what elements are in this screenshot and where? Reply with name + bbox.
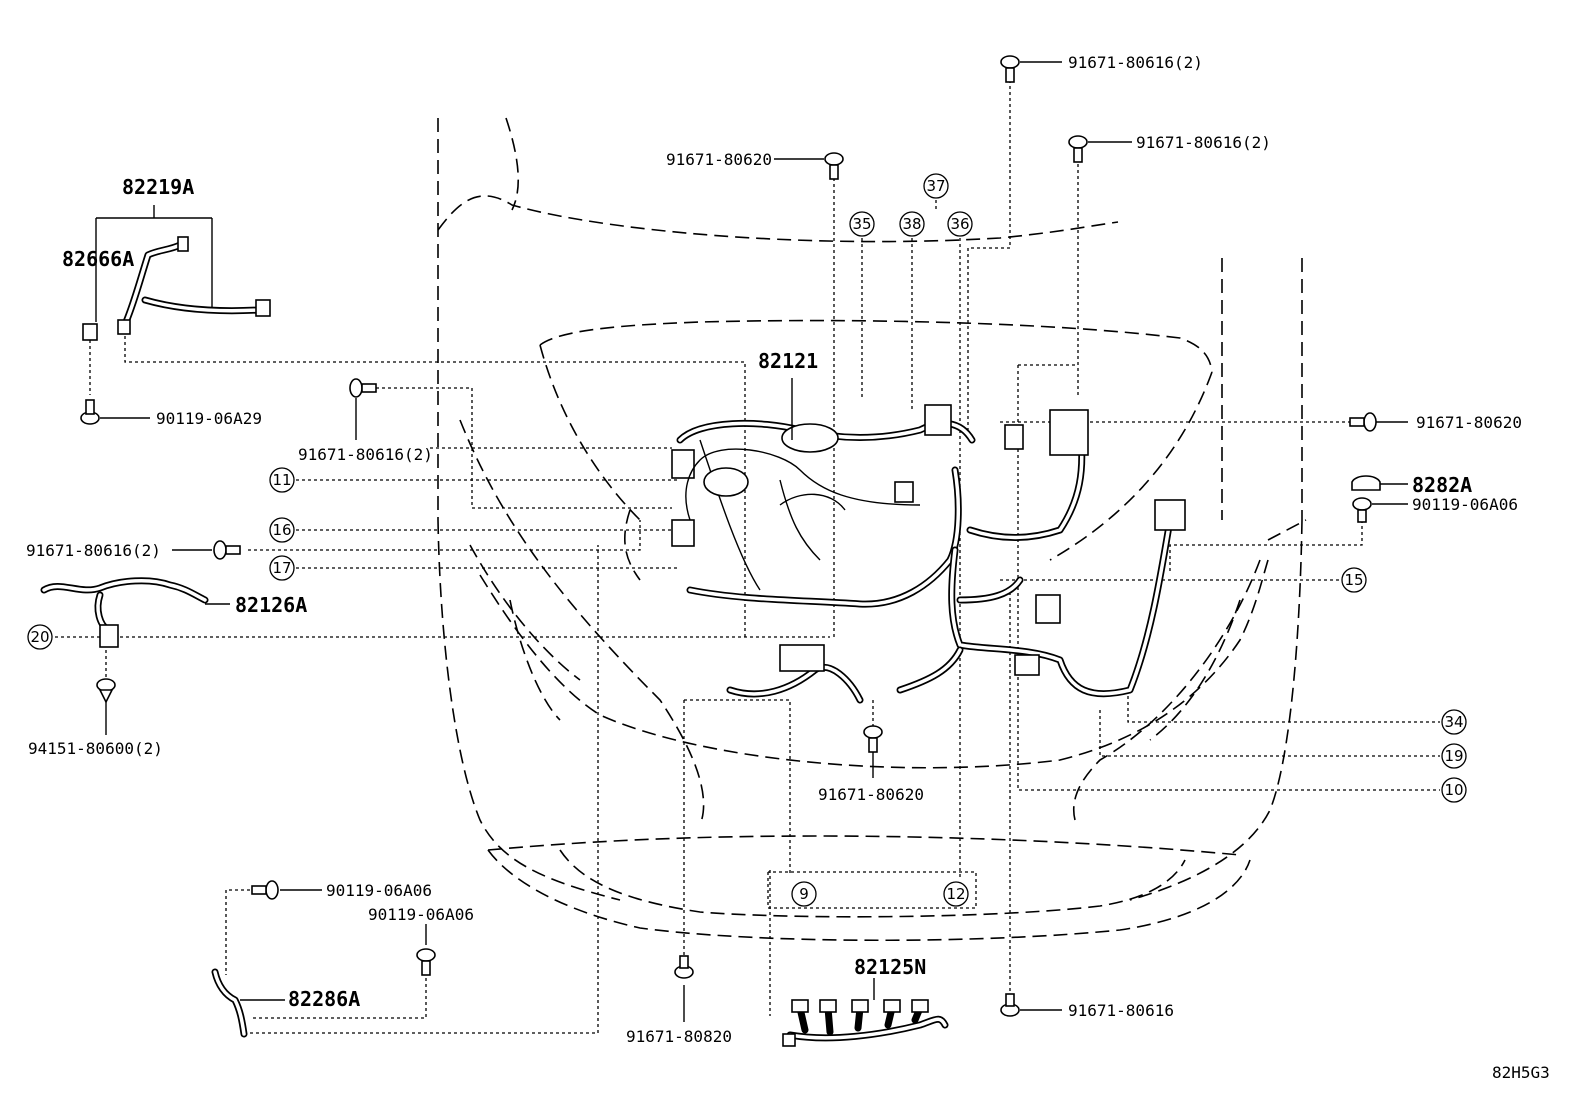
label-82219a: 82219A bbox=[122, 175, 194, 199]
svg-text:11: 11 bbox=[272, 471, 291, 489]
callout-36: 36 bbox=[947, 211, 973, 237]
label-bolt-center-low: 91671-80620 bbox=[818, 785, 924, 804]
bolt-icon bbox=[863, 725, 883, 753]
callout-19: 19 bbox=[1441, 743, 1467, 769]
svg-text:10: 10 bbox=[1444, 781, 1463, 799]
diagram-code: 82H5G3 bbox=[1492, 1063, 1550, 1082]
wire-82286a bbox=[211, 968, 285, 1038]
part-labels: 82219A 82666A 82121 82126A 8282A 82286A … bbox=[62, 175, 1472, 1011]
wire-82126a bbox=[40, 577, 230, 648]
bolt-icon bbox=[1068, 135, 1088, 163]
bolt-icon bbox=[80, 399, 100, 425]
callouts: 11 16 17 20 35 38 37 36 15 34 19 10 9 12 bbox=[27, 173, 1467, 907]
bolt-icon bbox=[416, 948, 436, 976]
svg-text:34: 34 bbox=[1444, 713, 1463, 731]
svg-text:19: 19 bbox=[1444, 747, 1463, 765]
label-bolt-right-lower: 90119-06A06 bbox=[1412, 495, 1518, 514]
bolt-icon bbox=[1000, 993, 1020, 1017]
engine-wire-harness bbox=[671, 404, 1186, 704]
label-bolt-top-right-1: 91671-80616(2) bbox=[1068, 53, 1203, 72]
bolt-icon bbox=[251, 880, 279, 900]
svg-text:9: 9 bbox=[799, 885, 809, 903]
svg-text:17: 17 bbox=[272, 559, 291, 577]
wire-82219a bbox=[82, 205, 271, 341]
label-82666a: 82666A bbox=[62, 247, 134, 271]
callout-17: 17 bbox=[269, 555, 295, 581]
callout-12: 12 bbox=[943, 881, 969, 907]
svg-text:20: 20 bbox=[30, 628, 49, 646]
label-bolt-top-mid: 91671-80620 bbox=[666, 150, 772, 169]
svg-text:12: 12 bbox=[946, 885, 965, 903]
callout-35: 35 bbox=[849, 211, 875, 237]
wire-82125n bbox=[782, 978, 949, 1047]
bolt-icon bbox=[824, 152, 844, 180]
bolt-icon bbox=[1000, 55, 1020, 83]
label-bolt-top-right-2: 91671-80616(2) bbox=[1136, 133, 1271, 152]
callout-16: 16 bbox=[269, 517, 295, 543]
label-82286a: 82286A bbox=[288, 987, 360, 1011]
label-bolt-right-mid: 91671-80620 bbox=[1416, 413, 1522, 432]
svg-text:35: 35 bbox=[852, 215, 871, 233]
label-82126a: 82126A bbox=[235, 593, 307, 617]
label-8282a: 8282A bbox=[1412, 473, 1472, 497]
svg-text:16: 16 bbox=[272, 521, 291, 539]
clip-8282a bbox=[1351, 475, 1408, 491]
bolt-icon bbox=[1352, 497, 1372, 523]
bolt-icon bbox=[96, 678, 116, 704]
label-bolt-bottom-820: 91671-80820 bbox=[626, 1027, 732, 1046]
callout-10: 10 bbox=[1441, 777, 1467, 803]
clip-icon bbox=[82, 323, 98, 341]
label-bolt-left-a29: 90119-06A29 bbox=[156, 409, 262, 428]
bolt-icon bbox=[213, 540, 241, 560]
vehicle-outline bbox=[437, 117, 1307, 942]
callout-37: 37 bbox=[923, 173, 949, 199]
label-bolt-left-mid: 91671-80616(2) bbox=[26, 541, 161, 560]
svg-text:38: 38 bbox=[902, 215, 921, 233]
svg-text:36: 36 bbox=[950, 215, 969, 233]
callout-15: 15 bbox=[1341, 567, 1367, 593]
label-ticks bbox=[100, 61, 1408, 1022]
bolt-icons bbox=[80, 55, 1377, 1017]
label-82121: 82121 bbox=[758, 349, 818, 373]
label-clip-left-lower: 94151-80600(2) bbox=[28, 739, 163, 758]
leader-lines bbox=[55, 80, 1440, 1034]
bolt-icon bbox=[1349, 412, 1377, 432]
label-bolt-left-upper: 91671-80616(2) bbox=[298, 445, 433, 464]
svg-text:37: 37 bbox=[926, 177, 945, 195]
callout-9: 9 bbox=[791, 881, 817, 907]
label-bolt-bottom-left-2: 90119-06A06 bbox=[368, 905, 474, 924]
fastener-labels: 91671-80616(2) 91671-80616(2) 91671-8062… bbox=[26, 53, 1522, 1046]
bolt-icon bbox=[349, 378, 377, 398]
label-82125n: 82125N bbox=[854, 955, 926, 979]
callout-38: 38 bbox=[899, 211, 925, 237]
callout-11: 11 bbox=[269, 467, 295, 493]
svg-text:15: 15 bbox=[1344, 571, 1363, 589]
callout-20: 20 bbox=[27, 624, 53, 650]
bolt-icon bbox=[674, 955, 694, 979]
label-bolt-bottom-right: 91671-80616 bbox=[1068, 1001, 1174, 1020]
callout-34: 34 bbox=[1441, 709, 1467, 735]
label-bolt-bottom-left-1: 90119-06A06 bbox=[326, 881, 432, 900]
